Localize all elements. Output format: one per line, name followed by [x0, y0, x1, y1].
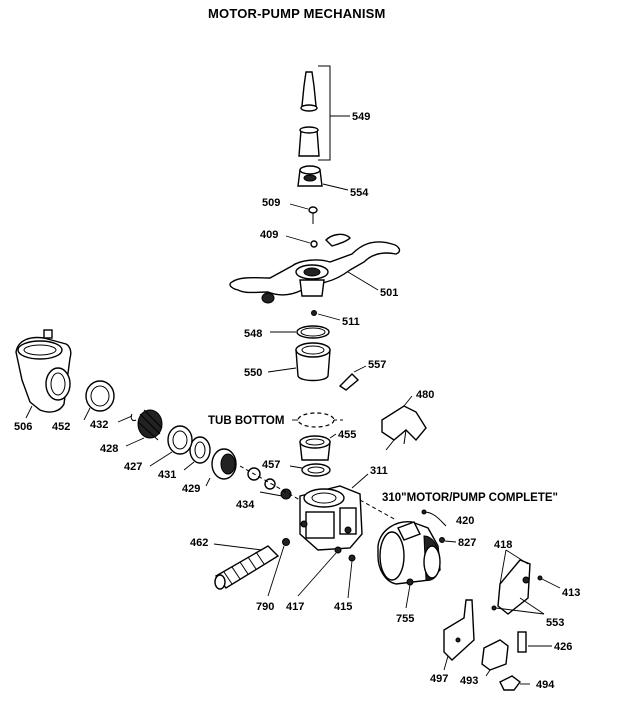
label-457: 457 — [262, 459, 280, 471]
part-434-fitting[interactable] — [239, 465, 301, 501]
label-motor-pump-complete: 310"MOTOR/PUMP COMPLETE" — [382, 492, 558, 504]
part-494-cap[interactable] — [499, 675, 530, 691]
label-549: 549 — [352, 111, 370, 123]
label-429: 429 — [182, 483, 200, 495]
part-409-nut[interactable] — [285, 235, 318, 248]
part-509-screw[interactable] — [289, 203, 318, 224]
part-506-sump[interactable] — [15, 329, 72, 419]
label-409: 409 — [260, 229, 278, 241]
part-432-spring[interactable] — [117, 415, 133, 423]
label-432: 432 — [90, 419, 108, 431]
label-501: 501 — [380, 287, 398, 299]
part-457-ring[interactable] — [289, 463, 331, 477]
part-755-screw[interactable] — [405, 578, 414, 609]
label-418: 418 — [494, 539, 512, 551]
part-429-impeller[interactable] — [205, 448, 237, 487]
label-tub-bottom: TUB BOTTOM — [208, 415, 284, 427]
part-428-filter[interactable] — [125, 409, 163, 447]
part-427-ring[interactable] — [149, 425, 193, 467]
part-549-spray-tower[interactable] — [298, 65, 350, 161]
label-790: 790 — [256, 601, 274, 613]
part-311-pump-housing[interactable] — [299, 473, 397, 551]
part-827-screw[interactable] — [439, 537, 457, 543]
label-427: 427 — [124, 461, 142, 473]
part-497-mount-bracket[interactable] — [443, 599, 475, 671]
label-452: 452 — [52, 421, 70, 433]
part-493-block[interactable] — [481, 639, 509, 677]
label-557: 557 — [368, 359, 386, 371]
part-417-washer[interactable] — [297, 546, 342, 597]
label-417: 417 — [286, 601, 304, 613]
part-548-ring[interactable] — [270, 325, 330, 339]
part-418-bracket[interactable] — [491, 549, 561, 615]
part-420-wire[interactable] — [421, 509, 447, 527]
part-462-hose[interactable] — [213, 543, 280, 590]
label-480: 480 — [416, 389, 434, 401]
part-557-clip[interactable] — [338, 365, 367, 391]
label-415: 415 — [334, 601, 352, 613]
part-790-screw[interactable] — [267, 538, 290, 597]
part-426-clip[interactable] — [517, 631, 552, 653]
label-426: 426 — [554, 641, 572, 653]
label-494: 494 — [536, 679, 555, 691]
motor-assembly[interactable] — [377, 521, 441, 585]
part-480-bracket[interactable] — [381, 395, 427, 451]
label-550: 550 — [244, 367, 262, 379]
label-493: 493 — [460, 675, 478, 687]
label-548: 548 — [244, 328, 262, 340]
label-827: 827 — [458, 537, 476, 549]
part-550-housing[interactable] — [267, 342, 331, 382]
label-311: 311 — [370, 465, 388, 477]
diagram-title: MOTOR-PUMP MECHANISM — [208, 6, 386, 21]
label-431: 431 — [158, 469, 176, 481]
label-428: 428 — [100, 443, 118, 455]
label-462: 462 — [190, 537, 208, 549]
part-455-seal[interactable] — [299, 433, 337, 461]
label-413: 413 — [562, 587, 580, 599]
part-431-ring[interactable] — [183, 436, 211, 471]
part-415-washer[interactable] — [347, 554, 356, 599]
part-452-clamp[interactable] — [83, 380, 115, 421]
part-501-spray-arm[interactable] — [229, 233, 401, 304]
part-511-ring[interactable] — [311, 310, 341, 321]
label-553: 553 — [546, 617, 564, 629]
label-755: 755 — [396, 613, 414, 625]
part-554-cap[interactable] — [297, 165, 349, 191]
label-434: 434 — [236, 499, 255, 511]
label-420: 420 — [456, 515, 474, 527]
label-506: 506 — [14, 421, 32, 433]
label-497: 497 — [430, 673, 448, 685]
label-455: 455 — [338, 429, 356, 441]
label-554: 554 — [350, 187, 369, 199]
label-509: 509 — [262, 197, 280, 209]
label-511: 511 — [342, 316, 360, 328]
tub-bottom-gasket — [292, 412, 346, 428]
